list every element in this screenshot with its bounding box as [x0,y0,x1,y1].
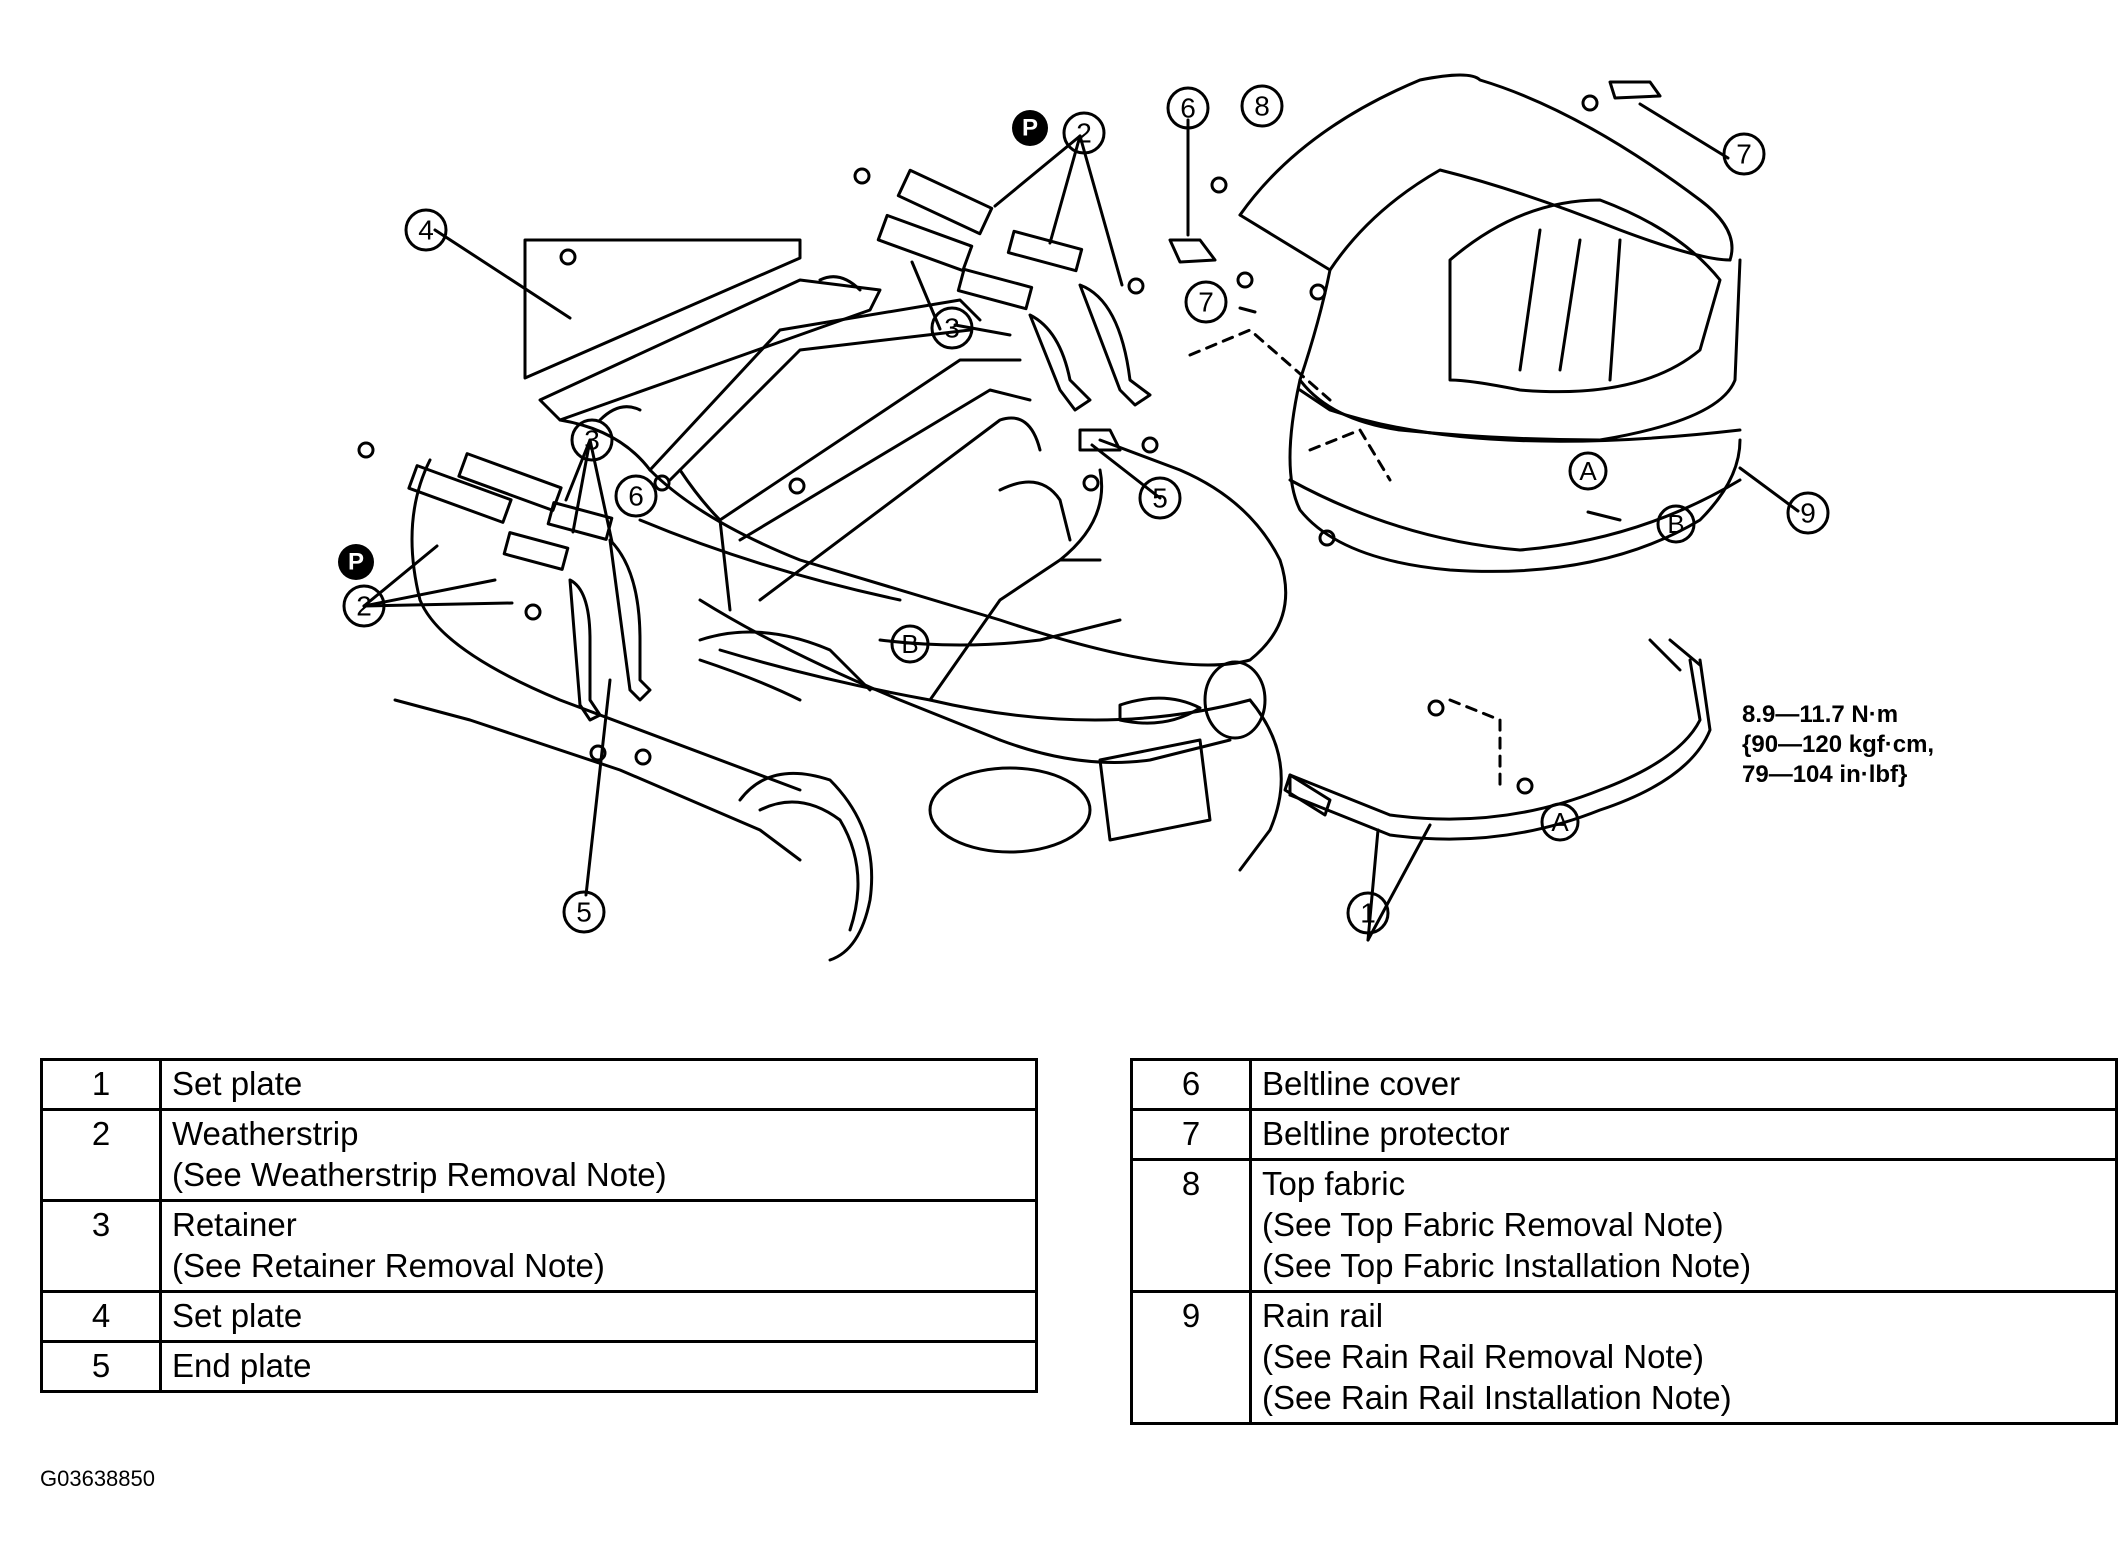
reference-b: B [901,629,918,659]
part-description: Set plate [159,1290,1038,1343]
table-row: 1 Set plate [40,1058,1038,1111]
part-note: (See Weatherstrip Removal Note) [172,1156,667,1193]
top-fabric-illustration [1238,73,1742,573]
figure-code: G03638850 [40,1466,155,1491]
torque-spec-line: 79—104 in·lbf} [1742,761,1907,788]
part-note: (See Rain Rail Removal Note) [1262,1338,1705,1375]
part-description: Set plate [159,1058,1038,1111]
part-description: Rain rail (See Rain Rail Removal Note) (Se… [1249,1290,2118,1425]
leader-lines [362,102,1800,942]
callout-circles [342,84,1830,935]
torque-spec-line: 8.9—11.7 N·m [1742,701,1898,728]
callout-2: 2 [1076,118,1092,149]
reference-a: A [1579,456,1597,486]
table-row: 4 Set plate [40,1290,1038,1343]
part-name: Top fabric [1262,1165,1406,1202]
exploded-view-diagram: P P 1 2 2 3 3 4 5 5 6 6 7 7 8 9 A A B B … [338,73,1934,962]
part-number: 2 [40,1108,162,1202]
bolt-icons [357,94,1599,795]
assembly-dash-lines [1188,328,1502,792]
table-row: 6 Beltline cover [1130,1058,2118,1111]
part-number: 9 [1130,1290,1252,1425]
part-name: Retainer [172,1206,297,1243]
part-name: Set plate [172,1297,303,1334]
part-number: 4 [40,1290,162,1343]
callout-5: 5 [1152,483,1168,514]
note-symbol-icon [338,110,1048,580]
part-note: (See Top Fabric Removal Note) [1262,1206,1724,1243]
top-frame-illustration [538,275,1042,612]
part-name: Rain rail [1262,1297,1384,1334]
callout-6: 6 [628,481,644,512]
part-note: (See Top Fabric Installation Note) [1262,1247,1752,1284]
table-row: 7 Beltline protector [1130,1108,2118,1161]
reference-a: A [1551,807,1569,837]
table-row: 5 End plate [40,1340,1038,1393]
callout-3: 3 [584,425,600,456]
part-number: 3 [40,1199,162,1293]
part-note: (See Retainer Removal Note) [172,1247,605,1284]
callout-9: 9 [1800,498,1816,529]
callout-7: 7 [1198,287,1214,318]
car-body-illustration [393,438,1288,962]
part-name: Weatherstrip [172,1115,359,1152]
note-symbol-label: P [348,549,364,576]
part-name: End plate [172,1347,312,1384]
part-name: Beltline cover [1262,1065,1461,1102]
note-symbol-label: P [1022,115,1038,142]
part-description: End plate [159,1340,1038,1393]
part-number: 8 [1130,1158,1252,1293]
part-name: Set plate [172,1065,303,1102]
part-description: Beltline cover [1249,1058,2118,1111]
torque-spec: 8.9—11.7 N·m {90—120 kgf·cm, 79—104 in·l… [1742,701,1934,788]
part-number: 5 [40,1340,162,1393]
part-name: Beltline protector [1262,1115,1510,1152]
callout-1: 1 [1360,898,1376,929]
table-row: 3 Retainer (See Retainer Removal Note) [40,1199,1038,1293]
callout-2: 2 [356,591,372,622]
part-number: 6 [1130,1058,1252,1111]
part-description: Retainer (See Retainer Removal Note) [159,1199,1038,1293]
reference-b: B [1667,509,1684,539]
table-row: 8 Top fabric (See Top Fabric Removal Note)… [1130,1158,2118,1293]
callout-3: 3 [944,313,960,344]
small-parts-illustration [407,80,1662,817]
part-description: Beltline protector [1249,1108,2118,1161]
table-row: 9 Rain rail (See Rain Rail Removal Note) (S… [1130,1290,2118,1425]
table-row: 2 Weatherstrip (See Weatherstrip Removal N… [40,1108,1038,1202]
rain-rail-illustration [1288,638,1712,841]
callout-7: 7 [1736,139,1752,170]
callout-5: 5 [576,897,592,928]
callout-4: 4 [418,215,434,246]
part-description: Weatherstrip (See Weatherstrip Removal No… [159,1108,1038,1202]
part-number: 1 [40,1058,162,1111]
callout-6: 6 [1180,93,1196,124]
torque-spec-line: {90—120 kgf·cm, [1742,731,1934,758]
part-note: (See Rain Rail Installation Note) [1262,1379,1732,1416]
part-description: Top fabric (See Top Fabric Removal Note) (… [1249,1158,2118,1293]
callout-8: 8 [1254,91,1270,122]
part-number: 7 [1130,1108,1252,1161]
